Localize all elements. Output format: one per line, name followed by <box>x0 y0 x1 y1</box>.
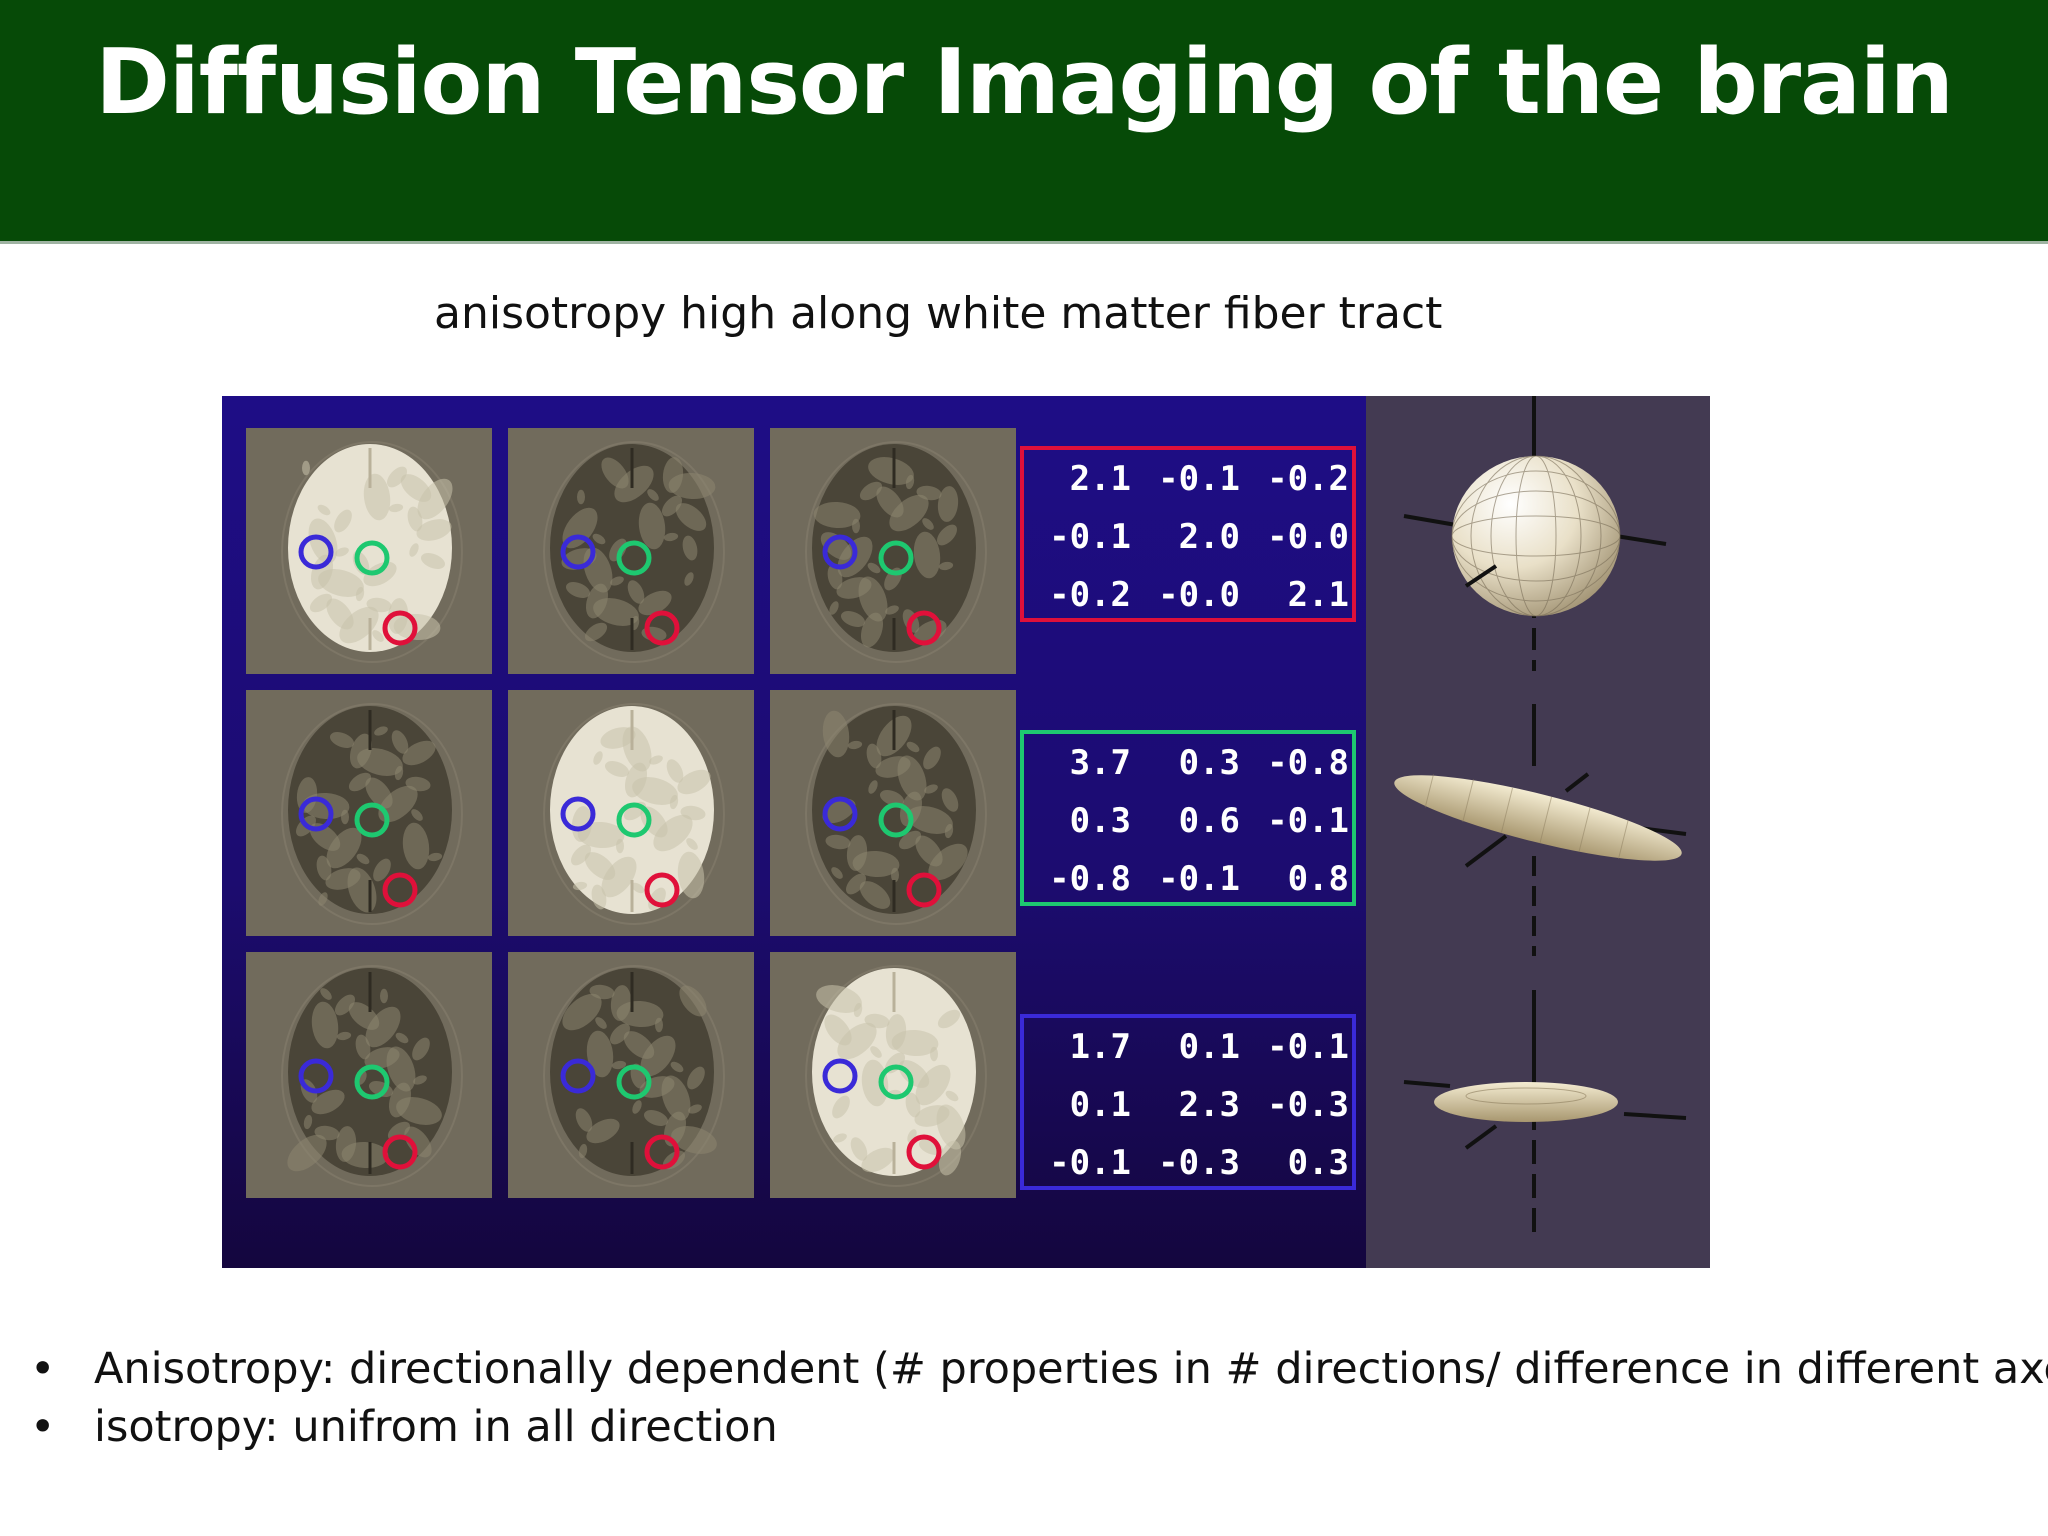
bullet-marker: • <box>30 1344 56 1394</box>
brain-slice-image <box>805 965 987 1187</box>
bullet-isotropy: • isotropy: unifrom in all direction <box>30 1398 2040 1456</box>
brain-slice-image <box>281 965 463 1187</box>
roi-blue <box>822 796 858 832</box>
brain-slice-tile <box>770 690 1016 936</box>
figure-caption: anisotropy high along white matter fiber… <box>434 288 1443 339</box>
brain-slice-image <box>281 703 463 925</box>
roi-blue <box>298 1058 334 1094</box>
roi-red <box>382 872 418 908</box>
brain-slice-tile <box>508 428 754 674</box>
roi-blue <box>822 1058 858 1094</box>
bullet-anisotropy: • Anisotropy: directionally dependent (# … <box>30 1340 2048 1398</box>
brain-slice-image <box>543 703 725 925</box>
brain-slice-tile <box>770 952 1016 1198</box>
roi-blue <box>560 534 596 570</box>
roi-red <box>644 610 680 646</box>
roi-blue <box>560 796 596 832</box>
brain-slice-tile <box>246 690 492 936</box>
roi-blue <box>822 534 858 570</box>
elongated-ellipsoid <box>1394 704 1687 956</box>
bullet-list: • Anisotropy: directionally dependent (# … <box>30 1340 2048 1456</box>
roi-green <box>354 802 390 838</box>
roi-green <box>878 1064 914 1100</box>
bullet-text: isotropy: unifrom in all direction <box>94 1402 778 1452</box>
ellipsoid-panel <box>1366 396 1710 1268</box>
matrix-row: 2.1-0.1-0.2 <box>1069 459 1349 499</box>
roi-green <box>616 540 652 576</box>
brain-slice-image <box>543 441 725 663</box>
roi-red <box>906 1134 942 1170</box>
roi-blue <box>560 1058 596 1094</box>
roi-green <box>354 540 390 576</box>
slide-title: Diffusion Tensor Imaging of the brain <box>95 30 1954 135</box>
brain-slice-tile <box>246 952 492 1198</box>
brain-slice-image <box>281 441 463 663</box>
brain-slice-tile <box>508 690 754 936</box>
brain-slice-tile <box>770 428 1016 674</box>
roi-blue <box>298 796 334 832</box>
ellipsoid-illustrations <box>1394 396 1687 1236</box>
roi-red <box>382 1134 418 1170</box>
roi-green <box>616 802 652 838</box>
roi-green <box>354 1064 390 1100</box>
roi-red <box>382 610 418 646</box>
roi-blue <box>298 534 334 570</box>
disc-ellipsoid <box>1403 990 1687 1236</box>
brain-slice-image <box>805 441 987 663</box>
roi-red <box>644 1134 680 1170</box>
roi-green <box>878 540 914 576</box>
title-bar: Diffusion Tensor Imaging of the brain <box>0 0 2048 244</box>
sphere-ellipsoid <box>1403 396 1667 671</box>
roi-red <box>906 610 942 646</box>
roi-red <box>906 872 942 908</box>
brain-slice-image <box>543 965 725 1187</box>
roi-green <box>616 1064 652 1100</box>
bullet-text: Anisotropy: directionally dependent (# p… <box>94 1344 2048 1394</box>
brain-slice-tile <box>246 428 492 674</box>
bullet-marker: • <box>30 1402 56 1452</box>
brain-slice-image <box>805 703 987 925</box>
brain-slice-tile <box>508 952 754 1198</box>
roi-green <box>878 802 914 838</box>
roi-red <box>644 872 680 908</box>
